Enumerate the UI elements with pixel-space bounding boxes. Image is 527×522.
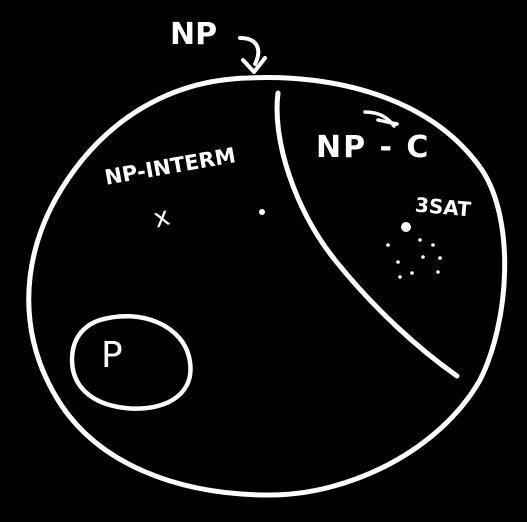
np-pointer-arrow <box>238 36 267 74</box>
np-region-outline <box>26 75 508 498</box>
np-intermediate-dot <box>259 209 265 215</box>
sat-label: 3SAT <box>414 192 472 222</box>
np-complete-pointer-arrow <box>363 110 399 128</box>
np-label: NP <box>170 17 218 52</box>
other-np-complete-problem-dots <box>386 238 442 279</box>
p-label: P <box>101 335 123 376</box>
sat-problem-dot <box>401 222 411 232</box>
p-region-outline <box>69 314 193 411</box>
np-complete-boundary <box>274 90 460 379</box>
np-complete-label: NP - C <box>316 130 431 165</box>
